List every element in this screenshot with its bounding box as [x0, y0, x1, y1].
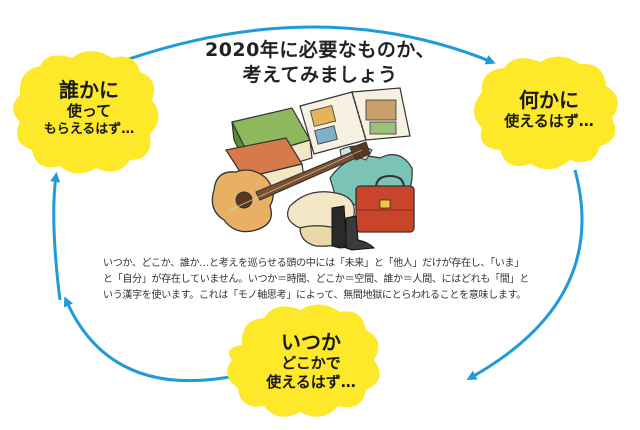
clutter-illustration [211, 87, 415, 251]
arrow-bottom [63, 296, 236, 383]
description-line-1: いつか、どこか、誰か…と考えを巡らせる頭の中には「未来」と「他人」だけが存在し、… [103, 258, 524, 269]
bubble-left-shape [13, 51, 159, 174]
guitar-icon [211, 141, 371, 233]
arrow-left [50, 172, 62, 301]
arrow-right [466, 169, 584, 380]
description-line-2: と「自分」が存在していません。いつか＝時間、どこか＝空間、誰か＝人間、にはどれも… [103, 274, 529, 285]
bubble-bottom-line-1: いつか [281, 330, 341, 354]
bubble-bottom-shape [227, 304, 380, 417]
diagram-title: 2020年に必要なものか、 考えてみましょう [180, 38, 460, 88]
arrow-top [119, 25, 496, 65]
bubble-bottom-text: いつか どこかで 使えるはず… [248, 330, 374, 392]
description-text: いつか、どこか、誰か…と考えを巡らせる頭の中には「未来」と「他人」だけが存在し、… [103, 256, 535, 304]
bubble-bottom-line-2: どこかで [281, 354, 341, 372]
bubble-left-line-1: 誰かに [59, 78, 119, 102]
bubble-right-shape [474, 56, 618, 170]
bubble-right-line-2: 使えるはず… [504, 112, 594, 130]
bag-icon [355, 174, 415, 233]
bubble-bottom-line-3: 使えるはず… [266, 373, 356, 391]
bubble-right-text: 何かに 使えるはず… [494, 88, 604, 131]
bubble-left-text: 誰かに 使って もらえるはず… [34, 78, 144, 138]
bubble-left-line-3: もらえるはず… [43, 122, 135, 137]
description-line-3: いう漢字を使います。これは「モノ軸思考」によって、無間地獄にとらわれることを意味… [103, 290, 526, 301]
bubble-left-line-2: 使って [66, 102, 112, 120]
title-line-2: 考えてみましょう [242, 64, 398, 86]
bubble-right-line-1: 何かに [519, 88, 579, 112]
title-line-1: 2020年に必要なものか、 [204, 39, 435, 61]
photo-album-icon [299, 87, 411, 155]
boots-icon [331, 205, 376, 251]
